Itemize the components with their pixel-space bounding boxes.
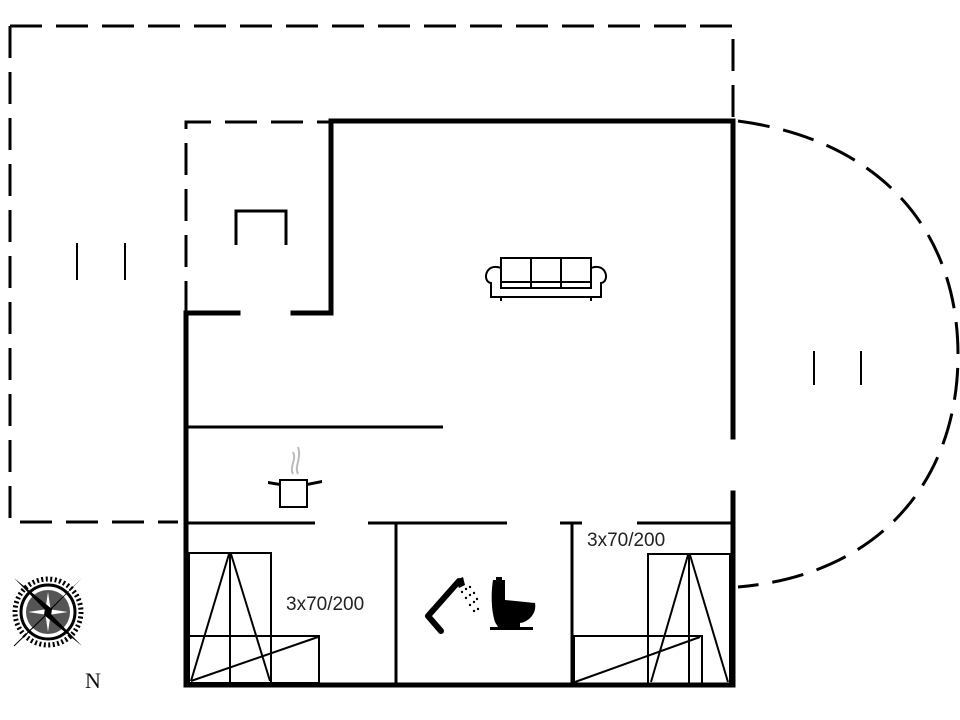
bed-right-icon	[573, 553, 731, 685]
terrace-left-outline	[8, 24, 735, 524]
sofa-icon	[485, 257, 607, 301]
terrace-right-marks	[813, 351, 862, 385]
bed-label-left: 3x70/200	[286, 594, 365, 615]
bed-label-right: 3x70/200	[587, 530, 666, 551]
terrace-right-outline	[737, 119, 960, 589]
shower-icon	[425, 577, 480, 634]
entry-outline	[184, 120, 330, 313]
cooking-pot-icon	[268, 446, 322, 508]
toilet-icon	[490, 577, 536, 630]
bed-left-icon	[188, 552, 320, 684]
interior-walls	[186, 425, 733, 685]
exterior-walls	[183, 118, 736, 688]
compass-rose-icon	[12, 576, 84, 648]
compass-north-label: N	[85, 668, 101, 693]
